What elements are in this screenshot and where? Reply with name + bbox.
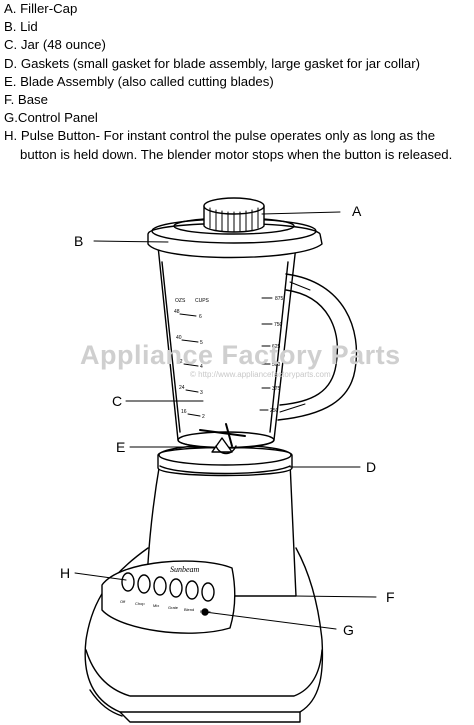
leader-g (204, 611, 337, 630)
callout-a: A (352, 203, 362, 219)
panel-button-mix[interactable] (153, 576, 167, 596)
scale-cups-4: 4 (200, 364, 203, 370)
panel-button-grate[interactable] (169, 578, 183, 598)
scale-oz-48: 48 (174, 309, 180, 315)
legend-item-f: F. Base (4, 92, 48, 108)
scale-cups-2: 2 (202, 414, 205, 420)
leader-lines (74, 211, 377, 630)
control-panel: Sunbeam Off Chop Mix Grate Blend Purée (101, 560, 236, 634)
leader-a (261, 211, 341, 215)
callout-f: F (386, 589, 395, 605)
brand-logo: Sunbeam (170, 565, 200, 574)
leader-f (293, 595, 377, 598)
scale-cups-5: 5 (200, 340, 203, 346)
scale-ml-500: 500 (272, 362, 281, 368)
leader-h (74, 572, 127, 581)
panel-button-puree[interactable] (201, 582, 215, 602)
scale-cups-6: 6 (199, 314, 202, 320)
callout-h: H (60, 565, 71, 581)
legend-item-h: H. Pulse Button- For instant control the… (4, 128, 453, 162)
lid (147, 217, 323, 259)
callout-g: G (343, 622, 354, 638)
callout-d: D (366, 459, 377, 475)
callout-e: E (116, 439, 126, 455)
scale-oz-40: 40 (176, 335, 182, 341)
legend-item-g: G.Control Panel (4, 110, 98, 126)
parts-legend: A. Filler-Cap B. Lid C. Jar (48 ounce) D… (4, 0, 472, 164)
panel-label-blend: Blend (184, 607, 194, 612)
panel-button-blend[interactable] (185, 580, 199, 600)
callout-b: B (74, 233, 84, 249)
panel-button-chop[interactable] (137, 574, 151, 594)
panel-label-grate: Grate (168, 605, 179, 610)
scale-header-oz: OZS (175, 298, 186, 304)
scale-right-marks (259, 297, 273, 411)
scale-left-marks (179, 313, 201, 417)
scale-oz-32: 32 (177, 359, 183, 365)
panel-label-mix: Mix (153, 603, 159, 608)
legend-item-d: D. Gaskets (small gasket for blade assem… (4, 55, 421, 71)
scale-oz-16: 16 (181, 409, 187, 415)
blade-assembly (199, 423, 246, 455)
watermark-title: Appliance Factory Parts (80, 340, 401, 370)
panel-label-off: Off (120, 599, 126, 604)
callout-c: C (112, 393, 123, 409)
panel-button-off[interactable] (121, 572, 135, 592)
scale-ml-375: 375 (272, 386, 281, 392)
panel-label-chop: Chop (135, 601, 145, 606)
filler-cap (203, 197, 265, 233)
scale-ml-875: 875 (275, 296, 284, 302)
watermark-url: © http://www.appliancefactoryparts.com (190, 370, 331, 379)
scale-header-cups: CUPS (195, 298, 210, 304)
scale-oz-24: 24 (179, 385, 185, 391)
scale-ml-750: 750 (274, 322, 283, 328)
leader-b (93, 240, 169, 243)
scale-ml-250: 250 (270, 408, 279, 414)
legend-item-e: E. Blade Assembly (also called cutting b… (4, 73, 274, 89)
scale-cups-3: 3 (200, 390, 203, 396)
legend-item-b: B. Lid (4, 19, 38, 35)
scale-ml-625: 625 (272, 344, 281, 350)
legend-item-c: C. Jar (48 ounce) (4, 37, 106, 53)
legend-item-a: A. Filler-Cap (4, 1, 78, 16)
